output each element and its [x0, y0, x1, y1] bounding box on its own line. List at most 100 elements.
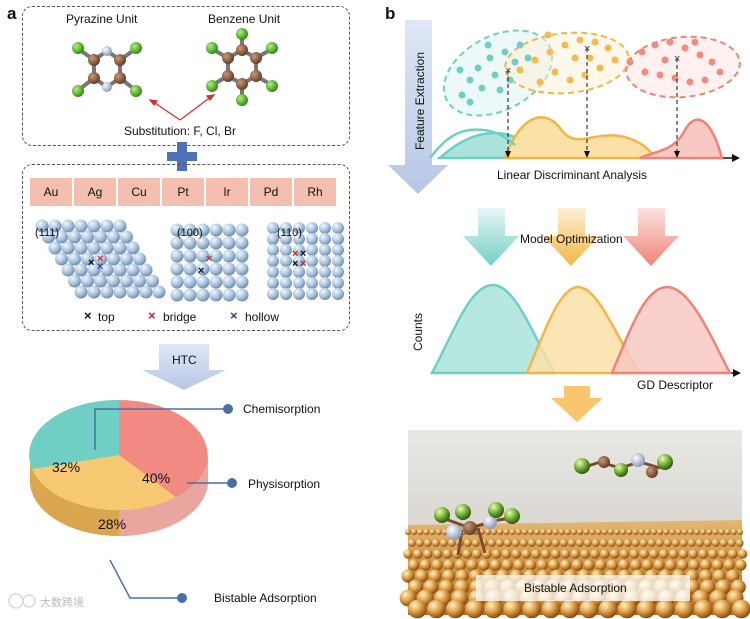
- surface-atom: [107, 274, 120, 288]
- surface-atom: [87, 241, 101, 255]
- pie-slice-bistable: [32, 455, 176, 511]
- site-marker: ×: [97, 261, 103, 273]
- surface-atom: [222, 275, 236, 289]
- gold-atom: [471, 539, 480, 547]
- gold-atom: [726, 569, 740, 583]
- surface-atom: [235, 236, 249, 250]
- gold-atom: [626, 529, 633, 535]
- surface-atom: [170, 275, 184, 289]
- feature-extraction-arrow: [388, 20, 448, 194]
- surface-atom: [120, 230, 133, 244]
- scatter-point: [591, 38, 599, 46]
- gold-atom: [546, 529, 553, 535]
- gold-atom: [491, 549, 502, 559]
- scatter-point: [551, 68, 559, 76]
- surface-atom: [68, 230, 81, 244]
- gold-atom: [713, 599, 732, 619]
- gold-atom: [439, 539, 448, 547]
- gold-atom: [511, 539, 520, 547]
- site-marker: ×: [88, 257, 94, 269]
- gold-atom: [730, 529, 737, 535]
- surface-atom: [74, 285, 88, 299]
- gold-atom: [688, 549, 699, 559]
- gold-atom: [497, 529, 504, 535]
- surface-atom: [120, 252, 133, 266]
- scatter-point: [691, 38, 699, 46]
- surface-atom: [81, 252, 94, 266]
- surface-atom: [139, 263, 153, 277]
- surface-atom: [293, 255, 305, 267]
- gold-atom: [719, 539, 728, 547]
- gold-atom: [559, 559, 572, 571]
- surface-atom: [35, 219, 49, 233]
- scatter-point: [486, 54, 494, 62]
- gold-atom: [571, 529, 578, 535]
- gold-atom: [411, 529, 418, 535]
- gold-atom: [651, 529, 657, 535]
- surface-atom: [113, 263, 127, 277]
- gold-atom: [668, 549, 679, 559]
- gold-atom: [609, 549, 620, 559]
- gold-atom: [606, 559, 619, 571]
- surface-atom: [48, 219, 62, 233]
- surface-atom: [209, 223, 223, 237]
- surface-atom: [267, 255, 279, 267]
- gold-atom: [528, 529, 534, 535]
- surface-atom: [113, 241, 127, 255]
- gold-atom: [543, 539, 552, 547]
- gold-atom: [735, 559, 747, 571]
- down-arrow-orange: [551, 386, 603, 422]
- surface-atom: [68, 252, 81, 266]
- gold-atom: [552, 529, 559, 535]
- surface-atom: [222, 288, 236, 302]
- surface-atom: [196, 223, 210, 237]
- surface-atom: [87, 263, 101, 277]
- scatter-point: [544, 31, 552, 39]
- surface-atom: [267, 266, 279, 278]
- surface-atom: [280, 233, 292, 245]
- surface-atom: [94, 274, 107, 288]
- surface-atom: [183, 236, 197, 250]
- gold-atom: [711, 559, 724, 571]
- scatter-point: [641, 68, 649, 76]
- pie-leaders: [94, 408, 230, 599]
- surface-atom: [48, 241, 62, 255]
- facet-label-110: (110): [277, 227, 302, 239]
- gold-atom: [649, 549, 659, 559]
- gold-atom: [522, 599, 541, 619]
- gold-atom: [619, 549, 630, 559]
- surface-atom: [209, 236, 223, 250]
- gold-atom: [737, 529, 744, 535]
- gold-atom: [521, 529, 528, 535]
- surface-atom: [139, 285, 153, 299]
- gold-atom: [614, 529, 621, 535]
- lattice-110: ××××: [267, 222, 344, 300]
- gold-atom: [708, 549, 718, 559]
- gold-atom: [629, 549, 640, 559]
- site-marker: ×: [292, 248, 298, 260]
- surface-atom: [152, 285, 166, 299]
- gold-atom: [419, 559, 432, 571]
- scatter-point: [701, 76, 709, 84]
- surface-atom: [42, 230, 55, 244]
- red-arrow: [623, 208, 679, 266]
- scatter-point: [511, 58, 519, 66]
- site-marker: ×: [292, 258, 298, 270]
- gold-atom: [441, 569, 456, 583]
- gold-atom: [615, 539, 624, 547]
- gold-atom: [699, 569, 713, 583]
- gold-atom: [570, 549, 581, 559]
- gold-atom: [694, 529, 701, 535]
- surface-atom: [235, 288, 249, 302]
- gold-atom: [558, 529, 565, 535]
- surface-atom: [170, 249, 184, 263]
- teal-arrow: [463, 208, 519, 266]
- surface-atom: [209, 288, 223, 302]
- scatter-point: [466, 76, 474, 84]
- gold-atom: [527, 539, 536, 547]
- surface-atom: [319, 277, 331, 289]
- gold-atom: [678, 549, 689, 559]
- scatter-point: [571, 54, 579, 62]
- gold-atom: [618, 559, 630, 571]
- gold-atom: [665, 559, 677, 571]
